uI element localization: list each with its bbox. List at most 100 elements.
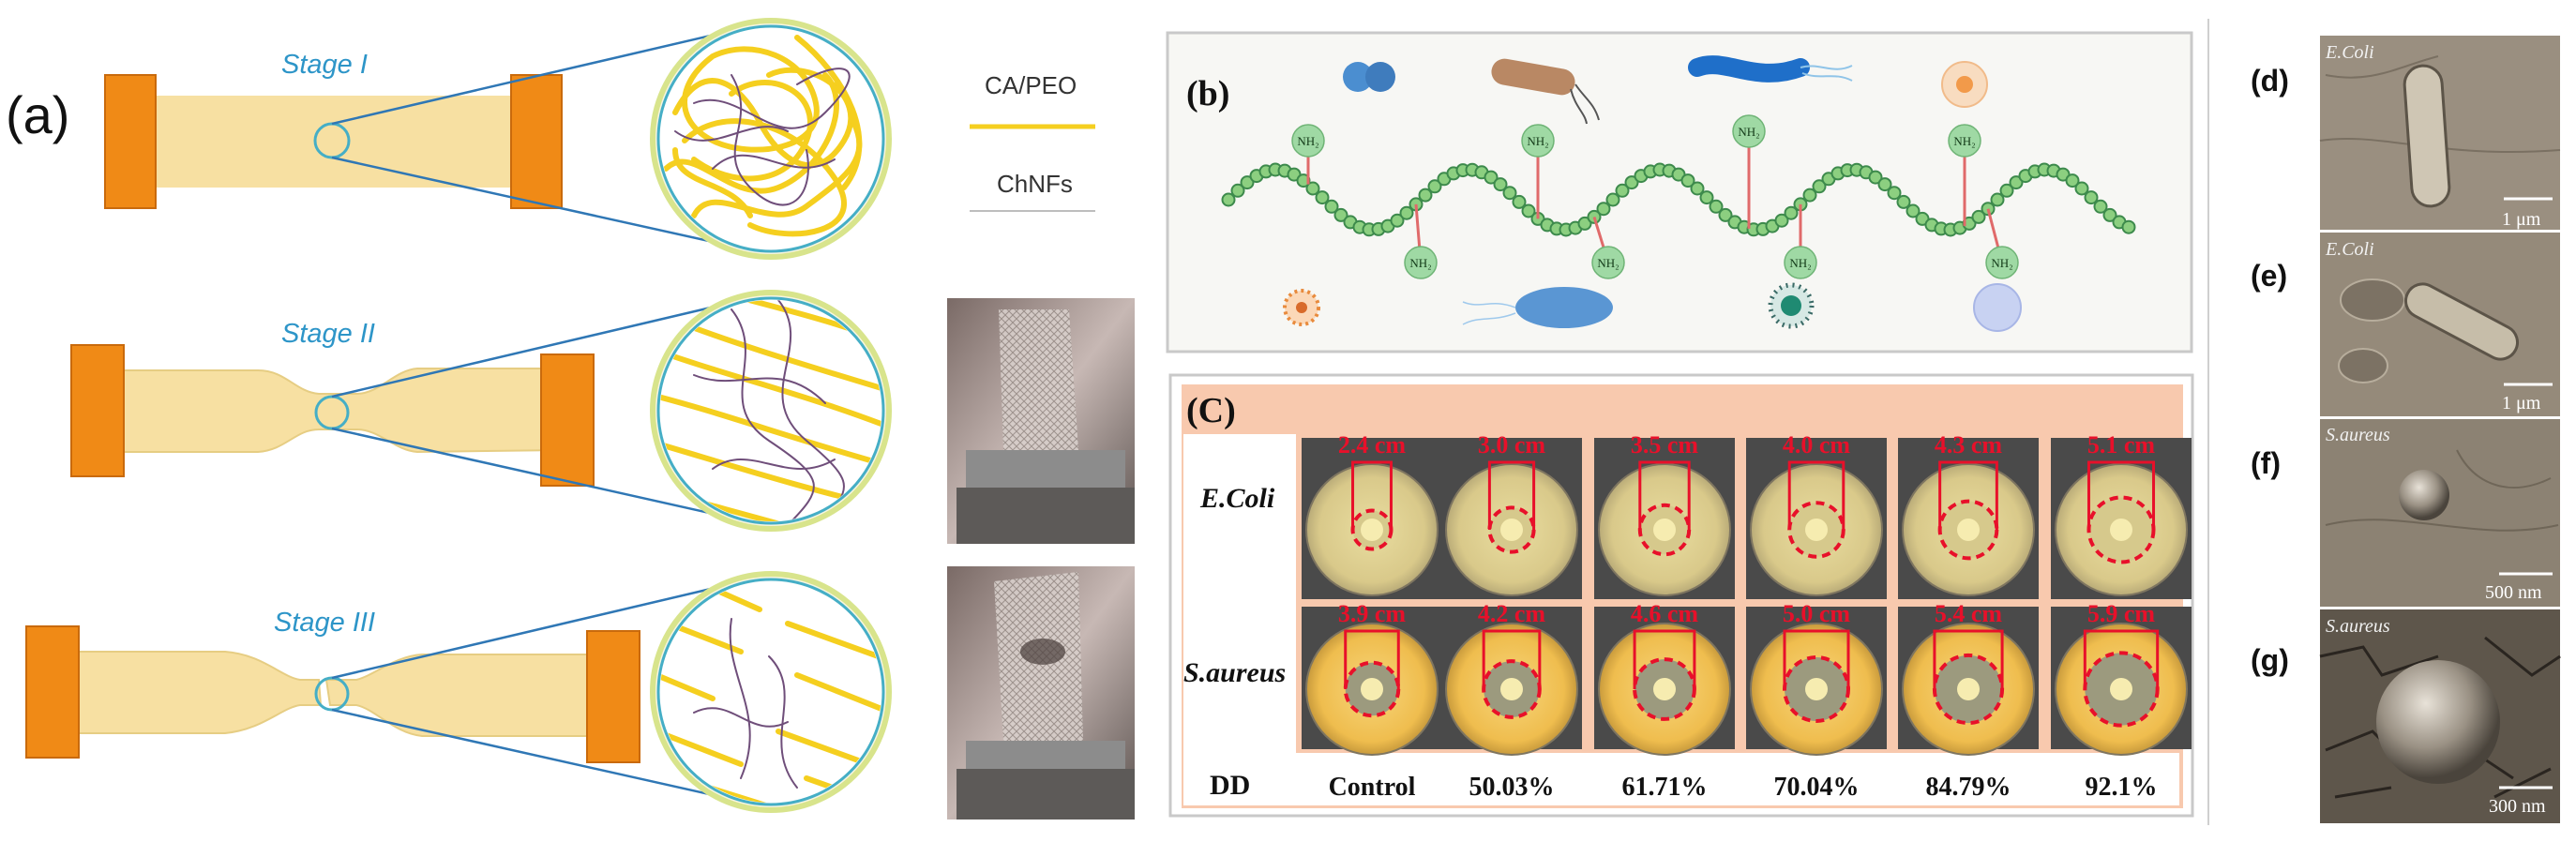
nh2-label: NH₂	[1297, 134, 1318, 148]
amine-groups: NH₂ NH₂ NH₂ NH₂ NH₂ NH₂ NH₂ NH₂	[1291, 114, 2019, 279]
chain-bead	[1802, 188, 1817, 203]
sem-e: (e) E.Coli 1 μm	[2251, 233, 2560, 416]
zone-size-label: 5.1 cm	[2087, 431, 2156, 459]
zoom-circle-3	[650, 571, 892, 813]
chain-bead	[2084, 190, 2099, 205]
sample-disc	[1653, 678, 1676, 700]
zoom-circle-2	[650, 290, 892, 532]
dd-value: 92.1%	[2086, 773, 2158, 802]
zone-size-label: 4.6 cm	[1631, 600, 1699, 627]
chain-bead	[1521, 203, 1536, 218]
photo-stage-3	[947, 566, 1135, 819]
sem-g-label: (g)	[2251, 643, 2289, 677]
rod-bacterium	[2404, 282, 2519, 361]
chain-bead	[1868, 170, 1883, 185]
polymer-chain	[1221, 162, 2136, 237]
dd-value: 61.71%	[1622, 773, 1708, 802]
sem-d: (d) E.Coli 1 μm	[2251, 36, 2561, 230]
zone-size-label: 3.9 cm	[1338, 600, 1407, 627]
dd-value: 84.79%	[1926, 773, 2011, 802]
nh2-label: NH₂	[1953, 134, 1975, 148]
nh2-node	[1591, 246, 1625, 279]
dd-label: DD	[1210, 770, 1250, 801]
sem-g: (g) S.aureus 300 nm	[2251, 609, 2561, 823]
chain-bead	[1709, 199, 1724, 214]
sem-e-species: E.Coli	[2325, 239, 2374, 260]
nh2-label: NH₂	[1738, 125, 1759, 139]
nh2-label: NH₂	[1597, 256, 1619, 270]
sample-disc	[2110, 519, 2132, 541]
stage-1: Stage I	[104, 26, 744, 250]
chain-bead	[1493, 177, 1508, 192]
nh2-node	[1985, 246, 2019, 279]
nh2-label: NH₂	[1527, 134, 1548, 148]
film-strip	[119, 368, 564, 454]
stage-3-label: Stage III	[274, 608, 375, 638]
sem-f-scale: 500 nm	[2485, 582, 2542, 603]
chain-bead	[1596, 202, 1611, 217]
chain-bead	[2102, 207, 2117, 222]
chain-bead	[1324, 199, 1339, 214]
sample-disc	[1805, 678, 1828, 700]
nh2-node	[1291, 124, 1325, 158]
panel-a-label: (a)	[6, 85, 69, 144]
sample-disc	[1957, 519, 1980, 541]
sem-d-species: E.Coli	[2325, 42, 2374, 63]
zone-size-label: 5.4 cm	[1935, 600, 2003, 627]
nh2-node	[1521, 124, 1555, 158]
zone-size-label: 3.5 cm	[1631, 431, 1699, 459]
sem-e-label: (e)	[2251, 259, 2287, 293]
nh2-node	[1948, 124, 1981, 158]
chain-bead	[2074, 181, 2089, 196]
chain-bead	[1418, 188, 1433, 203]
chain-bead	[1615, 183, 1630, 198]
nh2-node	[1404, 246, 1438, 279]
chain-bead	[1680, 173, 1695, 188]
panel-b-frame	[1166, 31, 2193, 353]
chain-bead	[1315, 190, 1330, 205]
photo-stage-2	[947, 298, 1135, 544]
flagellate-icon	[1515, 287, 1613, 328]
spirillum-icon	[1688, 55, 1810, 83]
panel-c-label: (C)	[1186, 391, 1236, 430]
coccus-cell	[2399, 470, 2449, 520]
sample-disc	[1805, 519, 1828, 541]
nh2-label: NH₂	[1789, 256, 1811, 270]
legend-chnfs: ChNFs	[997, 170, 1073, 198]
chain-bead	[1699, 190, 1714, 205]
chain-bead	[1605, 192, 1620, 207]
panel-b-label: (b)	[1186, 74, 1229, 113]
nh2-node	[1784, 246, 1817, 279]
sem-e-scale: 1 μm	[2502, 393, 2541, 413]
stage-2: Stage II	[70, 298, 744, 522]
sem-d-scale: 1 μm	[2502, 209, 2541, 230]
sample-disc	[1653, 519, 1676, 541]
round-cell-icon	[1973, 283, 2022, 332]
chain-bead	[1484, 170, 1499, 185]
chain-bead	[1774, 213, 1789, 228]
clamp-left	[70, 344, 125, 477]
chain-bead	[1390, 213, 1405, 228]
sem-g-species: S.aureus	[2326, 616, 2390, 637]
chain-bead	[1427, 179, 1442, 194]
chain-bead	[1240, 175, 1255, 190]
clamp-left	[25, 625, 80, 759]
chain-bead	[1502, 186, 1517, 201]
row-label-saureus: S.aureus	[1183, 657, 1286, 688]
sample-disc	[1957, 678, 1980, 700]
chain-bead	[1906, 203, 1921, 218]
clamp-left	[104, 74, 157, 209]
chain-bead	[1877, 177, 1892, 192]
chain-bead	[1624, 175, 1639, 190]
zone-size-label: 4.3 cm	[1935, 431, 2003, 459]
nh2-label: NH₂	[1409, 256, 1431, 270]
chain-bead	[1999, 183, 2014, 198]
nh2-label: NH₂	[1991, 256, 2012, 270]
sem-f: (f) S.aureus 500 nm	[2251, 419, 2560, 607]
chain-bead	[1221, 192, 1236, 207]
chain-bead	[1990, 192, 2005, 207]
row-label-ecoli: E.Coli	[1199, 483, 1275, 514]
stage-2-label: Stage II	[281, 319, 375, 349]
